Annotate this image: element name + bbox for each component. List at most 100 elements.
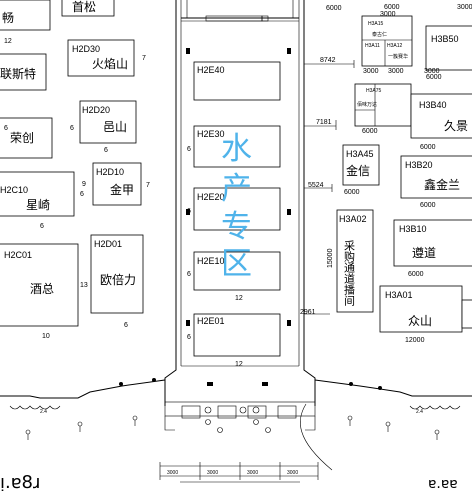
booth-name: 众山 bbox=[408, 314, 432, 328]
booth-code: H3A75 bbox=[366, 88, 382, 94]
booth-dim: 6 bbox=[80, 191, 84, 198]
left-booth-rongchuang[interactable]: 荣创 6 bbox=[0, 117, 53, 159]
booth-dim: 3000 bbox=[363, 68, 379, 75]
booth-name: 鑫金兰 bbox=[424, 177, 460, 192]
left-booth-h2c10[interactable]: H2C10 星崎 6 6 bbox=[0, 171, 84, 230]
booth-code: H2D01 bbox=[94, 239, 122, 249]
right-booth-h3a15[interactable]: H3A15 泰古仁 3000 3000 bbox=[361, 15, 413, 75]
left-booth-h2d01[interactable]: H2D01 欧倍力 13 6 bbox=[80, 234, 144, 329]
booth-code: H3B50 bbox=[431, 34, 459, 44]
booth-dim: 6 bbox=[70, 125, 74, 132]
zone-char: 区 bbox=[221, 246, 252, 282]
dim-number: 3000 bbox=[424, 68, 440, 75]
booth-dim: 13 bbox=[80, 282, 88, 289]
left-booth-h2d10[interactable]: H2D10 金甲 7 9 bbox=[82, 162, 150, 206]
booth-name: 佰味万达 bbox=[357, 101, 377, 108]
booth-dim: 12 bbox=[4, 38, 12, 45]
booth-code: H2E20 bbox=[197, 192, 225, 202]
booth-dim: 6 bbox=[187, 271, 191, 278]
left-booth-chang[interactable]: 畅 12 bbox=[0, 0, 51, 45]
booth-code: H3A15 bbox=[368, 21, 384, 27]
right-booth-h3b20[interactable]: H3B20 鑫金兰 6000 bbox=[400, 155, 472, 209]
booth-code: H2D20 bbox=[82, 105, 110, 115]
booth-width: 12 bbox=[235, 295, 243, 302]
dim-number: 3000 bbox=[287, 470, 298, 476]
right-booth-h3b10[interactable]: H3B10 遵道 6000 bbox=[393, 219, 472, 278]
corner-text-right: ɐ.ɐɐ bbox=[428, 476, 458, 491]
booth-dim: 6 bbox=[187, 146, 191, 153]
left-booth-h2c01[interactable]: H2C01 酒总 10 bbox=[0, 243, 79, 340]
booth-name: 星崎 bbox=[26, 198, 50, 212]
booth-code: H2D10 bbox=[96, 167, 124, 177]
right-booth-h3b40[interactable]: H3B40 久景 6000 bbox=[410, 93, 472, 151]
dim-number: 7181 bbox=[316, 119, 332, 126]
zone-char: 专 bbox=[221, 209, 252, 245]
booth-code: H3A11 bbox=[365, 43, 380, 49]
booth-code: H3B40 bbox=[419, 100, 447, 110]
aquatic-zone-label: 水 产 专 区 bbox=[221, 131, 252, 282]
booth-code: H3A12 bbox=[387, 43, 403, 49]
dim-number: 2.4 bbox=[416, 409, 423, 415]
dim-number: 5524 bbox=[308, 182, 324, 189]
booth-code: H2E10 bbox=[197, 256, 225, 266]
booth-name: 联斯特 bbox=[0, 66, 36, 81]
booth-name: 畅 bbox=[2, 11, 14, 25]
booth-code: H3A01 bbox=[385, 290, 413, 300]
right-dimension-lines: 6000 8742 3000 7181 5524 2961 3000 3000 bbox=[300, 4, 472, 316]
left-booth-shousong[interactable]: 首松 bbox=[61, 0, 115, 17]
dim-number: 3000 bbox=[247, 470, 258, 476]
dim-number: 3000 bbox=[207, 470, 218, 476]
right-booth-h3a12[interactable]: H3A12 一簇赛华 bbox=[387, 43, 408, 60]
booth-code: H2E01 bbox=[197, 316, 225, 326]
booth-dim: 10 bbox=[42, 333, 50, 340]
center-booth-h2e01[interactable]: H2E01 6 12 bbox=[187, 313, 281, 368]
booth-dim: 6 bbox=[104, 147, 108, 154]
left-booth-liansite[interactable]: 联斯特 bbox=[0, 53, 47, 91]
booth-name: 遵道 bbox=[412, 245, 436, 260]
booth-code: H2E30 bbox=[197, 129, 225, 139]
booth-dim: 6000 bbox=[420, 144, 436, 151]
dim-number: 3000 bbox=[457, 4, 472, 11]
dim-number: 3000 bbox=[167, 470, 178, 476]
booth-code: H3A02 bbox=[339, 214, 367, 224]
left-booth-h2d30[interactable]: H2D30 火焰山 7 bbox=[67, 39, 146, 77]
booth-name: 邑山 bbox=[103, 120, 127, 134]
booth-dim: 6000 bbox=[426, 74, 442, 81]
booth-dim: 6 bbox=[40, 223, 44, 230]
center-booth-h2e20[interactable]: H2E20 6 bbox=[187, 187, 281, 231]
booth-name: 金甲 bbox=[110, 182, 134, 197]
booth-name: 荣创 bbox=[10, 131, 34, 145]
dim-number: 6000 bbox=[326, 5, 342, 12]
booth-dim: 6000 bbox=[344, 189, 360, 196]
right-booth-h3a01[interactable]: H3A01 众山 12000 bbox=[379, 285, 472, 344]
right-booth-h3a02[interactable]: H3A02 采购通道播间 15000 bbox=[327, 209, 374, 313]
center-booth-h2e30[interactable]: H2E30 6 bbox=[187, 125, 281, 168]
right-booth-h3a11[interactable]: H3A11 bbox=[365, 43, 380, 49]
booth-dim: 6000 bbox=[362, 128, 378, 135]
booth-dim: 6 bbox=[4, 125, 8, 132]
booth-name: 火焰山 bbox=[92, 56, 128, 71]
right-booth-h3a75[interactable]: H3A75 佰味万达 6000 bbox=[354, 83, 412, 135]
entrance-dimensions: 3000 3000 3000 3000 2.4 2.4 bbox=[40, 409, 423, 476]
dim-number: 2961 bbox=[300, 309, 316, 316]
booth-dim: 6000 bbox=[408, 271, 424, 278]
booth-dim: 7 bbox=[142, 55, 146, 62]
booth-dim: 3000 bbox=[388, 68, 404, 75]
center-booth-h2e10[interactable]: H2E10 6 12 bbox=[187, 251, 281, 302]
dim-number: 8742 bbox=[320, 57, 336, 64]
booth-dim: 15000 bbox=[327, 248, 334, 268]
booth-dim: 12000 bbox=[405, 337, 425, 344]
right-booth-h3a45[interactable]: H3A45 金信 6000 bbox=[342, 144, 380, 196]
center-booth-h2e40[interactable]: H2E40 bbox=[193, 61, 281, 101]
dim-number: 3000 bbox=[380, 11, 396, 18]
booth-code: H2C01 bbox=[4, 250, 32, 260]
zone-char: 产 bbox=[221, 171, 252, 207]
right-booth-h3b50[interactable]: H3B50 6000 6000 bbox=[384, 4, 472, 81]
booth-name: 欧倍力 bbox=[100, 272, 136, 287]
booth-dim: 6000 bbox=[384, 4, 400, 11]
booth-code: H3B10 bbox=[399, 224, 427, 234]
booth-dim: 7 bbox=[146, 182, 150, 189]
booth-name: 采购通道播间 bbox=[343, 240, 356, 307]
left-booth-h2d20[interactable]: H2D20 邑山 6 6 bbox=[70, 100, 137, 154]
